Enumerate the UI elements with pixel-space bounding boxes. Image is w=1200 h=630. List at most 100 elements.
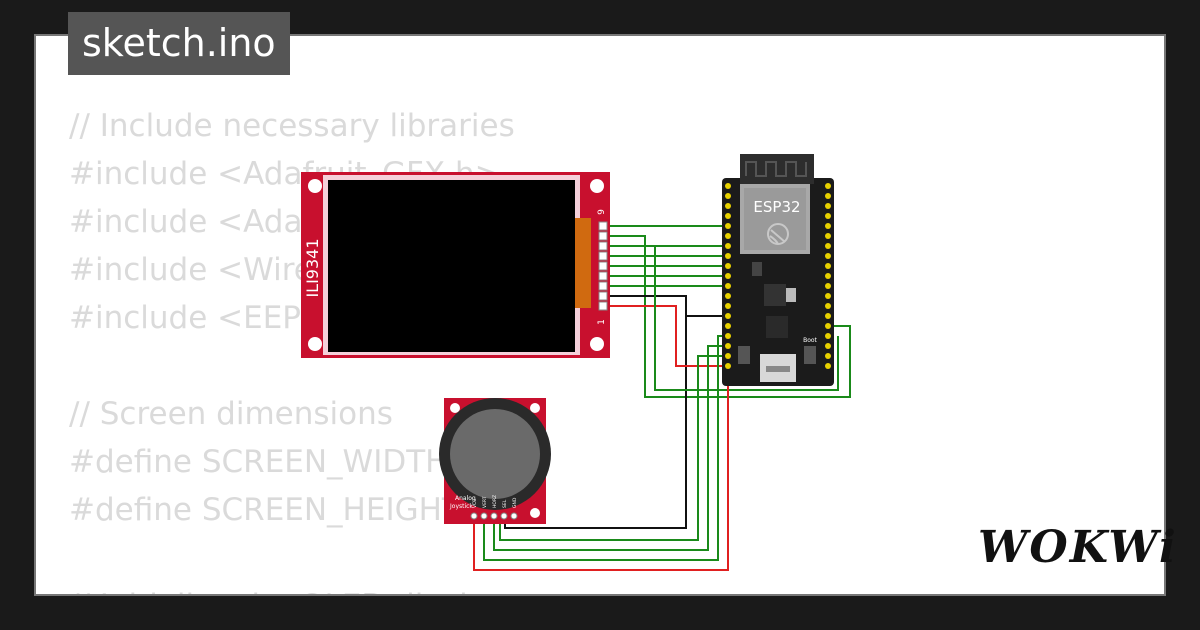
esp32-pin[interactable] — [825, 233, 831, 239]
mount-hole — [590, 179, 604, 193]
file-tab[interactable]: sketch.ino — [68, 12, 290, 75]
esp32-pin[interactable] — [825, 203, 831, 209]
flex-connector — [575, 218, 591, 308]
mount-hole — [450, 403, 460, 413]
display-pin[interactable] — [598, 251, 608, 261]
esp32-pin[interactable] — [725, 233, 731, 239]
joystick-pin-label: GND — [512, 497, 518, 508]
esp32-pin[interactable] — [825, 183, 831, 189]
esp32-pin[interactable] — [825, 363, 831, 369]
display-pin[interactable] — [598, 231, 608, 241]
esp32-pin[interactable] — [825, 293, 831, 299]
esp32-pin[interactable] — [725, 343, 731, 349]
esp32-label: ESP32 — [753, 198, 800, 216]
display-label: ILI9341 — [303, 238, 322, 297]
mount-hole — [590, 337, 604, 351]
regulator — [752, 262, 762, 276]
en-button[interactable] — [738, 346, 750, 364]
mount-hole — [308, 179, 322, 193]
display-pin[interactable] — [598, 301, 608, 311]
code-line: // Include necessary libraries — [69, 108, 515, 144]
esp32-pin[interactable] — [825, 283, 831, 289]
esp32-pin[interactable] — [725, 283, 731, 289]
esp32-pin[interactable] — [725, 203, 731, 209]
display-pin[interactable] — [598, 271, 608, 281]
joystick-pin[interactable] — [500, 512, 508, 520]
joystick-pin[interactable] — [470, 512, 478, 520]
joystick-label-line2: Joystick — [449, 503, 473, 510]
esp32-pin[interactable] — [825, 263, 831, 269]
esp32-pin[interactable] — [725, 183, 731, 189]
esp32-pin[interactable] — [725, 313, 731, 319]
esp32-pin[interactable] — [725, 353, 731, 359]
code-line: #define SCREEN_WIDTH 240 — [69, 444, 518, 480]
esp32-pin[interactable] — [725, 333, 731, 339]
display-pin[interactable] — [598, 261, 608, 271]
wire-green — [493, 345, 722, 551]
display-pin[interactable] — [598, 241, 608, 251]
joystick-pin[interactable] — [490, 512, 498, 520]
esp32-pin[interactable] — [825, 323, 831, 329]
joystick-pin[interactable] — [480, 512, 488, 520]
esp32-pin[interactable] — [725, 263, 731, 269]
esp32-pin[interactable] — [825, 213, 831, 219]
boot-button[interactable] — [804, 346, 816, 364]
joystick-label-line1: Analog — [455, 495, 476, 502]
antenna-trace — [745, 161, 807, 177]
esp32-pin[interactable] — [825, 313, 831, 319]
esp32-pin[interactable] — [725, 323, 731, 329]
led — [786, 288, 796, 302]
wokwi-logo: WOKWi — [978, 522, 1178, 573]
esp32-pin[interactable] — [825, 243, 831, 249]
esp32-pin[interactable] — [825, 253, 831, 259]
esp32-pin[interactable] — [725, 213, 731, 219]
esp32-pin[interactable] — [725, 273, 731, 279]
preview-card: // Include necessary libraries #include … — [34, 34, 1166, 596]
esp32-pin[interactable] — [825, 223, 831, 229]
wire-green — [606, 235, 851, 398]
esp32-pin[interactable] — [725, 293, 731, 299]
mount-hole — [530, 508, 540, 518]
code-line: // Initialize the OLED display — [69, 588, 552, 594]
wire-green — [654, 246, 839, 391]
esp32-pin[interactable] — [725, 363, 731, 369]
joystick-pin[interactable] — [510, 512, 518, 520]
esp32-pin[interactable] — [825, 193, 831, 199]
wire-green — [483, 335, 722, 561]
esp32-pin[interactable] — [725, 193, 731, 199]
esp32-pin[interactable] — [825, 353, 831, 359]
chip — [764, 284, 786, 306]
joystick-pin-label: VCC — [472, 499, 478, 508]
wire-green — [499, 355, 722, 541]
ili9341-display[interactable]: ILI9341 9 1 — [301, 172, 610, 358]
wire-red — [606, 305, 728, 367]
esp32-pin[interactable] — [825, 273, 831, 279]
esp32-pin[interactable] — [825, 343, 831, 349]
joystick-pin-label: VERT — [482, 496, 488, 508]
wires — [473, 225, 851, 571]
usb-uart-chip — [766, 316, 788, 338]
display-pins — [598, 221, 608, 311]
mount-hole — [530, 403, 540, 413]
esp32-pin[interactable] — [725, 253, 731, 259]
display-pin[interactable] — [598, 221, 608, 231]
esp32-pin[interactable] — [725, 223, 731, 229]
esp32-board[interactable]: ESP32 Boot — [722, 154, 834, 386]
display-pin[interactable] — [598, 291, 608, 301]
display-pin[interactable] — [598, 281, 608, 291]
esp32-pin[interactable] — [825, 333, 831, 339]
boot-label: Boot — [803, 337, 817, 344]
joystick-knob[interactable] — [450, 409, 540, 499]
esp32-pins-left — [725, 183, 731, 369]
esp32-pin[interactable] — [725, 243, 731, 249]
joystick-pin-label: HORZ — [492, 495, 498, 508]
code-line: // Screen dimensions — [69, 396, 393, 432]
mount-hole — [308, 337, 322, 351]
espressif-logo-icon — [767, 223, 789, 245]
esp32-pin[interactable] — [825, 303, 831, 309]
wire-red — [473, 376, 729, 571]
esp32-pin[interactable] — [725, 303, 731, 309]
